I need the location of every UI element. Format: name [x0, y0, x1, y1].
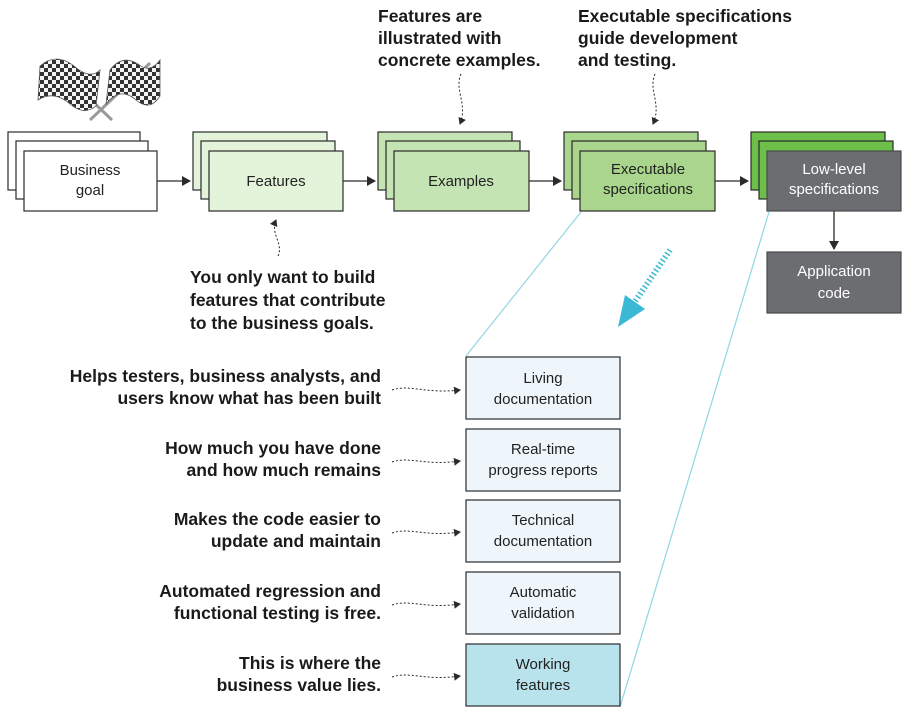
business-goal-line1: Business	[60, 162, 121, 179]
executable-callout: Executable specifications guide developm…	[578, 6, 792, 125]
progress-note-pointer	[391, 457, 461, 466]
flow-arrows	[157, 176, 839, 250]
outcome-working-features: Working features	[465, 643, 621, 707]
low-level-line2: specifications	[789, 181, 879, 198]
progress-reports-line2: progress reports	[488, 462, 597, 479]
technical-note-line2: update and maintain	[211, 531, 381, 551]
working-note-line1: This is where the	[239, 653, 381, 673]
business-goal-line2: goal	[76, 182, 104, 199]
living-note-pointer	[391, 386, 461, 395]
features-callout: You only want to build features that con…	[190, 219, 386, 333]
outcome-note-validation: Automated regression and functional test…	[159, 581, 461, 623]
working-features-line1: Working	[516, 656, 571, 673]
examples-callout: Features are illustrated with concrete e…	[378, 6, 540, 125]
features-note-line2: features that contribute	[190, 290, 386, 310]
technical-documentation-box	[465, 499, 621, 563]
low-level-specifications-stack: Low-level specifications	[750, 131, 902, 212]
examples-label: Examples	[428, 173, 494, 190]
working-features-box	[465, 643, 621, 707]
examples-note-line2: illustrated with	[378, 28, 501, 48]
technical-documentation-line1: Technical	[512, 512, 575, 529]
automatic-validation-box	[465, 571, 621, 635]
living-documentation-line1: Living	[523, 370, 562, 387]
executable-callout-pointer	[651, 73, 660, 125]
outcome-living-documentation: Living documentation	[465, 356, 621, 420]
funnel-lines	[465, 211, 770, 708]
examples-stack: Examples	[377, 131, 530, 212]
executable-specifications-box	[579, 150, 716, 212]
automatic-validation-line1: Automatic	[510, 584, 577, 601]
outcome-note-progress: How much you have done and how much rema…	[165, 438, 461, 480]
application-code-line1: Application	[797, 263, 870, 280]
executable-line2: specifications	[603, 181, 693, 198]
outcome-note-working: This is where the business value lies.	[217, 653, 461, 695]
examples-note-line1: Features are	[378, 6, 482, 26]
progress-note-line1: How much you have done	[165, 438, 381, 458]
working-note-pointer	[391, 672, 461, 681]
living-documentation-line2: documentation	[494, 391, 592, 408]
outcome-progress-reports: Real-time progress reports	[465, 428, 621, 492]
application-code-box: Application code	[766, 251, 902, 314]
executable-note-line2: guide development	[578, 28, 738, 48]
features-label: Features	[246, 173, 305, 190]
outcome-technical-documentation: Technical documentation	[465, 499, 621, 563]
diagonal-arrow-icon	[618, 248, 673, 327]
automatic-validation-line2: validation	[511, 605, 574, 622]
features-callout-pointer	[269, 219, 280, 257]
features-stack: Features	[192, 131, 344, 212]
executable-note-line3: and testing.	[578, 50, 676, 70]
low-level-line1: Low-level	[802, 161, 865, 178]
application-code-line2: code	[818, 285, 851, 302]
executable-specifications-stack: Executable specifications	[563, 131, 716, 212]
low-level-specifications-box	[766, 150, 902, 212]
living-note-line2: users know what has been built	[117, 388, 381, 408]
features-box	[208, 150, 344, 212]
executable-note-line1: Executable specifications	[578, 6, 792, 26]
checkered-flags-icon	[37, 58, 161, 122]
business-goal-stack: Business goal	[7, 131, 158, 212]
executable-line1: Executable	[611, 161, 685, 178]
validation-note-line2: functional testing is free.	[174, 603, 381, 623]
outcome-automatic-validation: Automatic validation	[465, 571, 621, 635]
outcome-note-technical: Makes the code easier to update and main…	[174, 509, 461, 551]
validation-note-line1: Automated regression and	[159, 581, 381, 601]
progress-reports-line1: Real-time	[511, 441, 575, 458]
features-note-line3: to the business goals.	[190, 313, 374, 333]
living-note-line1: Helps testers, business analysts, and	[70, 366, 381, 386]
technical-note-pointer	[391, 528, 461, 537]
working-features-line2: features	[516, 677, 570, 694]
working-note-line2: business value lies.	[217, 675, 381, 695]
validation-note-pointer	[391, 600, 461, 609]
living-documentation-box	[465, 356, 621, 420]
examples-note-line3: concrete examples.	[378, 50, 540, 70]
examples-callout-pointer	[458, 73, 466, 125]
progress-note-line2: and how much remains	[187, 460, 382, 480]
progress-reports-box	[465, 428, 621, 492]
technical-note-line1: Makes the code easier to	[174, 509, 381, 529]
technical-documentation-line2: documentation	[494, 533, 592, 550]
features-note-line1: You only want to build	[190, 267, 375, 287]
business-goal-box	[23, 150, 158, 212]
outcome-note-living: Helps testers, business analysts, and us…	[70, 366, 461, 408]
